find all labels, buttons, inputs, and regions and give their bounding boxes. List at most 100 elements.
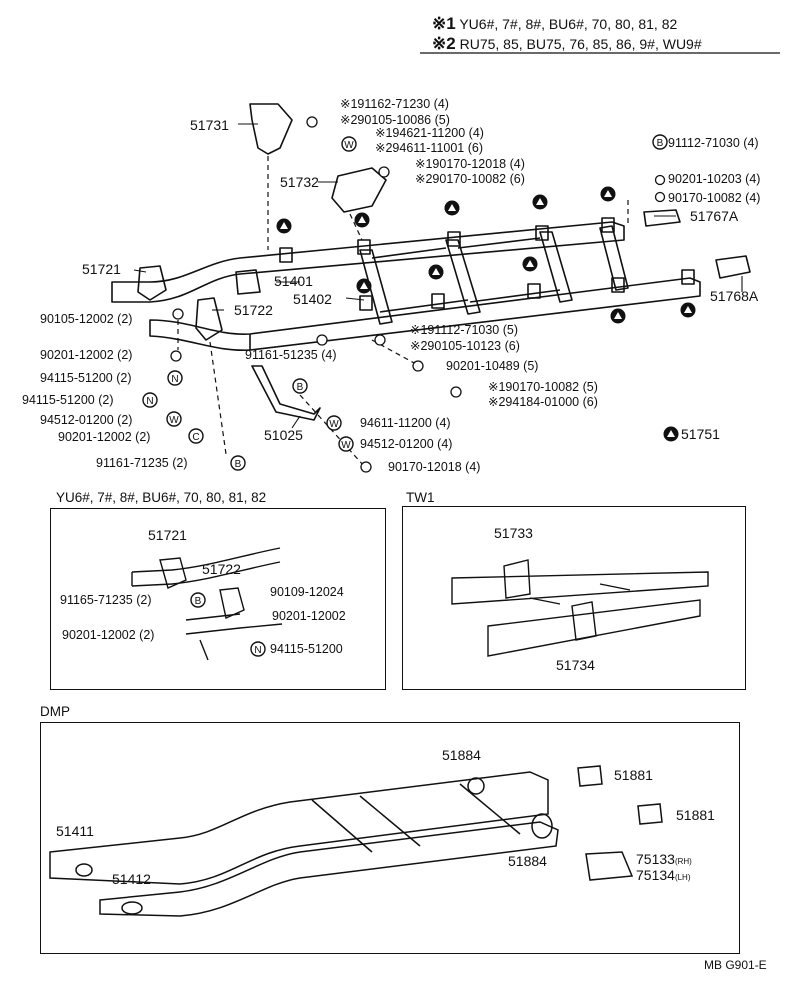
part-label: 91165-71235 (2): [60, 593, 152, 607]
part-label: ※190170-12018 (4): [415, 157, 525, 171]
collar-icon: C: [188, 428, 204, 444]
svg-text:W: W: [344, 140, 354, 151]
bolt-b-icon: B: [230, 455, 246, 471]
part-label: 90105-12002 (2): [40, 312, 133, 326]
part-label: 94512-01200 (2): [40, 413, 133, 427]
bolt-b-icon: B: [190, 592, 206, 608]
inset-yu-title: YU6#, 7#, 8#, BU6#, 70, 80, 81, 82: [56, 490, 267, 505]
label-51732: 51732: [280, 174, 319, 190]
label-51734: 51734: [556, 657, 595, 673]
label-75134: 75134(LH): [636, 867, 691, 883]
inset-tw-title: TW1: [406, 490, 435, 505]
part-label: 94115-51200: [270, 642, 343, 656]
label-51881: 51881: [614, 767, 653, 783]
svg-text:W: W: [329, 419, 339, 430]
label-51767a: 51767A: [690, 208, 739, 224]
header-line-1: ※1 YU6#, 7#, 8#, BU6#, 70, 80, 81, 82: [432, 14, 678, 33]
part-label: 94115-51200 (2): [40, 371, 132, 385]
stabilizer-51025: [251, 365, 321, 421]
bracket-51721: [137, 265, 167, 301]
part-label: ※191162-71230 (4): [340, 97, 449, 111]
inset-dmp-title: DMP: [40, 704, 70, 719]
bolt-b-icon: B: [652, 134, 668, 150]
header-line-2: ※2 RU75, 85, BU75, 76, 85, 86, 9#, WU9#: [432, 34, 702, 53]
bracket-51731: [249, 103, 293, 155]
label-51731: 51731: [190, 117, 229, 133]
bolt-icon: [306, 116, 318, 128]
label-51881: 51881: [676, 807, 715, 823]
part-label: ※290105-10123 (6): [410, 339, 520, 353]
label-51884: 51884: [442, 747, 481, 763]
crossmember-1: [359, 249, 393, 325]
washer-icon: W: [326, 415, 342, 431]
part-label: 90201-12002: [272, 609, 346, 623]
label-51402: 51402: [293, 291, 332, 307]
part-label: ※191112-71030 (5): [410, 323, 519, 337]
svg-text:B: B: [195, 596, 202, 607]
part-label: ※194621-11200 (4): [375, 126, 484, 140]
label-51722: 51722: [202, 561, 241, 577]
label-51721: 51721: [148, 527, 187, 543]
part-label: ※294184-01000 (6): [488, 395, 598, 409]
part-label: ※294611-11001 (6): [375, 141, 484, 155]
part-label: 90201-10203 (4): [668, 172, 761, 186]
svg-text:N: N: [254, 645, 261, 656]
crossmember-2: [445, 239, 481, 315]
part-label: 91112-71030 (4): [668, 136, 759, 150]
svg-text:B: B: [297, 382, 304, 393]
svg-text:N: N: [146, 396, 153, 407]
nut-n-icon: N: [167, 370, 183, 386]
label-51401: 51401: [274, 273, 313, 289]
part-label: 94115-51200 (2): [22, 393, 114, 407]
nut-n-icon: N: [142, 392, 158, 408]
label-75133: 75133(RH): [636, 851, 692, 867]
inset-tw-box: [402, 506, 746, 690]
part-label: 90201-12002 (2): [62, 628, 155, 642]
frame-left-rail: [111, 221, 625, 303]
inset-dmp-box: [40, 722, 740, 954]
washer-icon: W: [341, 136, 357, 152]
label-51411: 51411: [56, 823, 94, 839]
part-label: ※290170-10082 (6): [415, 172, 525, 186]
bracket-51722: [195, 297, 223, 341]
part-label: 90170-12018 (4): [388, 460, 481, 474]
inset-yu-box: [50, 508, 386, 690]
svg-text:B: B: [235, 459, 242, 470]
triangle-markers: [276, 186, 696, 442]
svg-text:W: W: [341, 440, 351, 451]
label-51025: 51025: [264, 427, 303, 443]
svg-text:W: W: [169, 415, 179, 426]
svg-text:N: N: [171, 374, 178, 385]
label-51722: 51722: [234, 302, 273, 318]
label-51733: 51733: [494, 525, 533, 541]
part-label: 90201-12002 (2): [58, 430, 151, 444]
part-label: 90201-12002 (2): [40, 348, 133, 362]
bolt-b-icon: B: [292, 378, 308, 394]
svg-text:C: C: [192, 432, 199, 443]
nut-n-icon: N: [250, 641, 266, 657]
part-51768a: [715, 255, 751, 279]
part-label: ※190170-10082 (5): [488, 380, 598, 394]
label-51721: 51721: [82, 261, 121, 277]
label-51768a: 51768A: [710, 288, 759, 304]
part-label: 94512-01200 (4): [360, 437, 453, 451]
bracket-51732: [331, 167, 387, 213]
part-label: 90201-10489 (5): [446, 359, 539, 373]
part-label: 94611-11200 (4): [360, 416, 451, 430]
part-label: ※290105-10086 (5): [340, 113, 450, 127]
label-51884: 51884: [508, 853, 547, 869]
figure-code: MB G901-E: [704, 958, 767, 972]
label-51412: 51412: [112, 871, 151, 887]
svg-text:B: B: [657, 138, 664, 149]
part-label: 91161-71235 (2): [96, 456, 188, 470]
part-label: 90170-10082 (4): [668, 191, 761, 205]
washer-icon: W: [166, 411, 182, 427]
frame-right-rail: [149, 277, 701, 351]
crossmember-4: [599, 225, 629, 291]
washer-icon: W: [338, 436, 354, 452]
label-51751: 51751: [681, 426, 720, 442]
part-label: 91161-51235 (4): [245, 348, 337, 362]
part-label: 90109-12024: [270, 585, 344, 599]
